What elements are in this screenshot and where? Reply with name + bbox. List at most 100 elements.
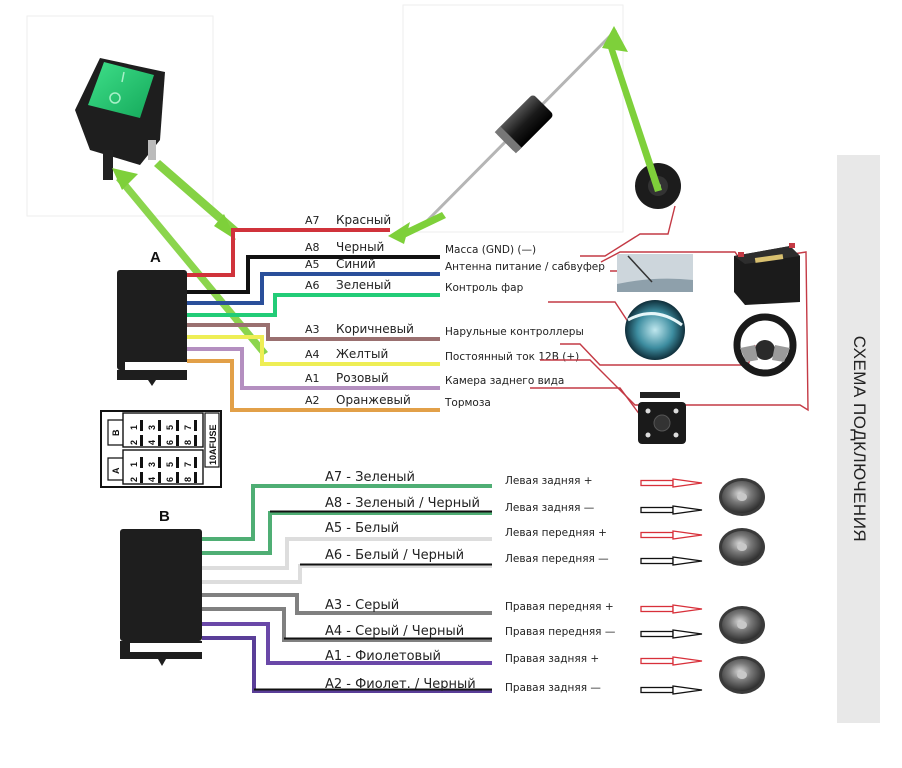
headlight-photo [625,300,685,360]
wire-b [202,622,492,665]
wire-b [202,484,492,541]
wire-a-a4 [187,335,440,366]
connector-b-letter: B [159,508,170,525]
iso-pin-number: 7 [183,462,193,467]
wire-b [202,537,492,570]
speaker-icon [719,656,765,694]
iso-pin-number: 5 [165,462,175,467]
iso-pin-number: 6 [165,440,175,445]
minus-arrow-icon [640,685,703,695]
iso-pin-number: 3 [147,425,157,430]
wire-a-pin: A8 [305,241,320,254]
wire-a-function: Антенна питание / сабвуфер [445,261,605,273]
wire-b-label: A7 - Зеленый [325,470,415,485]
iso-pin-bar [176,435,179,446]
wire-a-a7 [187,228,390,277]
wire-a-color-name: Оранжевый [336,393,411,407]
wire-b-function: Левая передняя + [505,527,607,539]
iso-pin-bar [140,457,143,468]
wire-a-a6 [187,293,440,317]
iso-pin-bar [158,472,161,483]
rear-camera-photo [638,392,686,444]
wire-b [202,636,492,693]
wire-a-pin: A1 [305,372,320,385]
iso-pin-number: 3 [147,462,157,467]
wire-b-label: A8 - Зеленый / Черный [325,496,480,511]
wire-a-a3 [187,323,440,341]
wire-b-label: A1 - Фиолетовый [325,649,441,664]
steering-wheel-photo [733,313,797,377]
wire-b-function: Правая передняя — [505,626,615,638]
antenna-photo [617,254,693,292]
plus-arrow-icon [640,530,703,540]
wire-b-label: A2 - Фиолет. / Черный [325,677,476,692]
wire-a-a8 [187,255,440,294]
connector-a: A [117,249,187,386]
connector-a-wires [187,228,440,412]
wire-a-function: Постоянный ток 12В (+) [445,351,579,363]
wire-b-function: Правая задняя + [505,653,599,665]
connector-b-labels: A7 - Зеленый Левая задняя + A8 - Зеленый /… [325,470,615,694]
iso-pin-number: 4 [147,440,157,445]
iso-pin-number: 1 [129,462,139,467]
wire-a-color-name: Зеленый [336,278,391,292]
wire-a-color-name: Красный [336,213,391,227]
wire-a-function: Контроль фар [445,282,524,294]
wire-b-function: Левая задняя — [505,502,594,514]
iso-pin-bar [176,420,179,431]
iso-pin-bar [158,420,161,431]
wire-b-label: A6 - Белый / Черный [325,548,464,563]
wire-a-function: Масса (GND) (—) [445,244,536,256]
plus-arrow-icon [640,656,703,666]
minus-arrow-icon [640,556,703,566]
speaker-icon [719,606,765,644]
pointer-arrows [112,26,662,356]
iso-pin-bar [158,457,161,468]
wire-b-function: Левая передняя — [505,553,609,565]
speaker-arrows [640,478,703,695]
iso-pin-bar [140,472,143,483]
wire-a-color-name: Синий [336,257,376,271]
wire-a-a1 [187,347,440,390]
iso-pin-bar [194,472,197,483]
wire-a-pin: A6 [305,279,320,292]
wire-a-pin: A4 [305,348,320,361]
connector-b-wires [202,484,492,693]
iso-pin-number: 6 [165,477,175,482]
wire-a-pin: A2 [305,394,320,407]
iso-pin-number: 2 [129,440,139,445]
plus-arrow-icon [640,478,703,488]
wire-b-function: Правая задняя — [505,682,601,694]
iso-section-a-letter: A [111,467,121,474]
wire-a-color-name: Розовый [336,371,389,385]
fuse-label: 10AFUSE [208,424,218,465]
speaker-icon [719,528,765,566]
wire-b [202,607,492,642]
iso-pin-bar [140,420,143,431]
wire-a-color-name: Желтый [336,347,388,361]
iso-pin-number: 5 [165,425,175,430]
wire-b [202,593,492,615]
iso-pin-number: 1 [129,425,139,430]
connector-b: B [120,508,202,666]
wire-b-label: A3 - Серый [325,598,399,613]
iso-pin-bar [140,435,143,446]
wire-b-function: Правая передняя + [505,601,614,613]
wire-a-function: Нарульные контроллеры [445,326,584,338]
wire-a-a2 [187,359,440,412]
iso-pin-number: 8 [183,477,193,482]
wire-b [202,564,492,584]
wire-a-color-name: Черный [336,240,384,254]
iso-pin-bar [176,457,179,468]
speakers [719,478,765,694]
iso-section-b-letter: B [111,429,121,436]
wire-a-a5 [187,272,440,305]
wire-a-pin: A7 [305,214,320,227]
minus-arrow-icon [640,629,703,639]
wire-b-function: Левая задняя + [505,475,593,487]
diode-photo [402,4,624,233]
